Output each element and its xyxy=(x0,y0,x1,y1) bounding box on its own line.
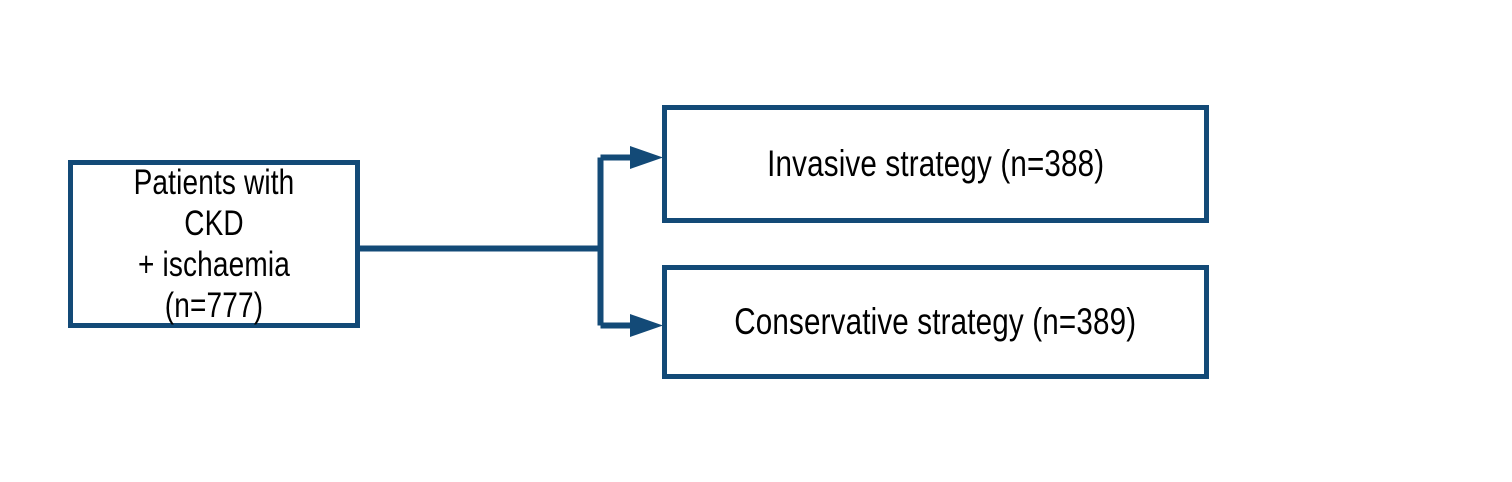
node-patients-with-ckd-label: Patients with CKD + ischaemia (n=777) xyxy=(133,163,295,325)
arrowhead-conservative-icon xyxy=(630,314,663,337)
node-patients-with-ckd: Patients with CKD + ischaemia (n=777) xyxy=(68,160,360,328)
node-invasive-strategy: Invasive strategy (n=388) xyxy=(662,105,1209,223)
node-conservative-strategy: Conservative strategy (n=389) xyxy=(662,265,1209,379)
node-conservative-strategy-label: Conservative strategy (n=389) xyxy=(734,301,1137,342)
node-invasive-strategy-label: Invasive strategy (n=388) xyxy=(766,143,1105,184)
arrowhead-invasive-icon xyxy=(630,146,663,169)
